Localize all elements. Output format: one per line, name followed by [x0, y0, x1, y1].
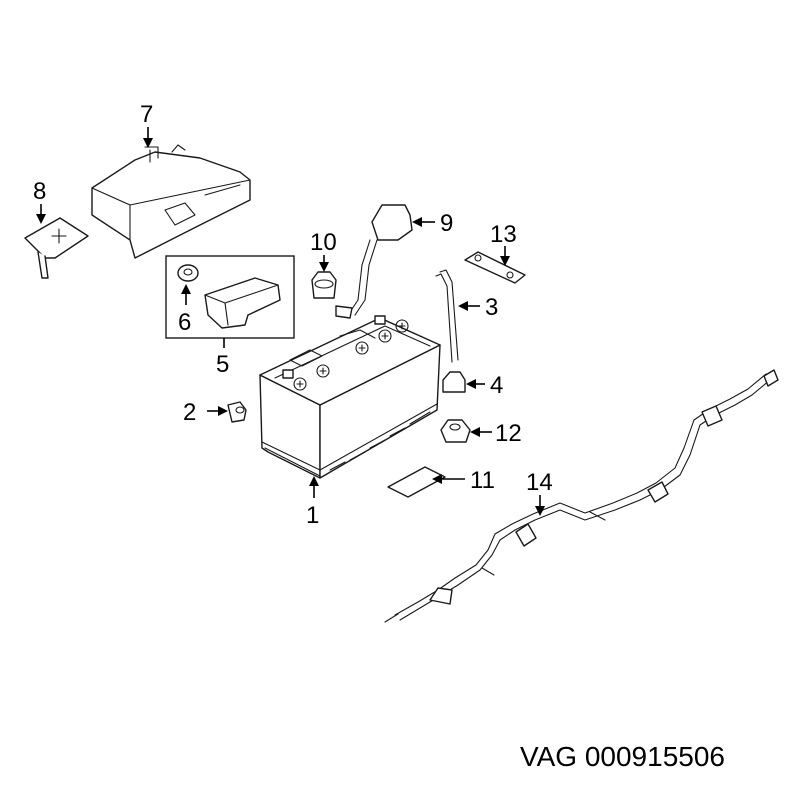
callout-4: 4 — [466, 372, 503, 399]
plate-part — [387, 466, 446, 498]
nut-part-12 — [440, 419, 471, 443]
svg-text:7: 7 — [140, 101, 153, 128]
svg-text:10: 10 — [310, 229, 337, 256]
callout-2: 2 — [183, 399, 228, 426]
callout-12: 12 — [470, 420, 522, 447]
callout-1: 1 — [306, 476, 319, 529]
svg-text:14: 14 — [526, 469, 553, 496]
svg-text:4: 4 — [490, 372, 503, 399]
washer-part — [442, 371, 466, 393]
callout-11: 11 — [432, 467, 495, 494]
svg-text:9: 9 — [440, 210, 453, 237]
battery-part — [259, 315, 441, 479]
svg-text:1: 1 — [306, 502, 319, 529]
hold-down-rod-part — [435, 269, 459, 363]
bracket-part — [24, 217, 89, 279]
callout-10: 10 — [310, 229, 337, 272]
callout-5: 5 — [216, 338, 229, 378]
svg-text:8: 8 — [33, 178, 46, 205]
callout-3: 3 — [458, 294, 498, 321]
svg-text:11: 11 — [470, 467, 495, 494]
bolt-part — [227, 401, 247, 423]
callout-9: 9 — [412, 210, 453, 237]
terminal-clamp-part — [311, 271, 337, 299]
callout-14: 14 — [526, 469, 553, 516]
battery-cover-part — [91, 144, 251, 259]
ground-cable-part — [384, 369, 779, 623]
terminal-cover-part — [204, 277, 281, 329]
part-number-caption: VAG 000915506 — [520, 741, 725, 772]
svg-text:6: 6 — [178, 309, 191, 336]
nut-part-6 — [177, 264, 199, 282]
svg-text:2: 2 — [183, 399, 196, 426]
callout-8: 8 — [33, 178, 46, 224]
svg-text:5: 5 — [216, 351, 229, 378]
svg-text:12: 12 — [495, 420, 522, 447]
svg-text:13: 13 — [490, 221, 517, 248]
callout-7: 7 — [140, 101, 153, 148]
battery-sensor-cable-part — [335, 204, 413, 319]
svg-text:3: 3 — [485, 294, 498, 321]
callout-6: 6 — [178, 284, 191, 336]
callout-13: 13 — [490, 221, 517, 266]
kit-box — [165, 255, 295, 339]
strap-part — [464, 251, 526, 284]
